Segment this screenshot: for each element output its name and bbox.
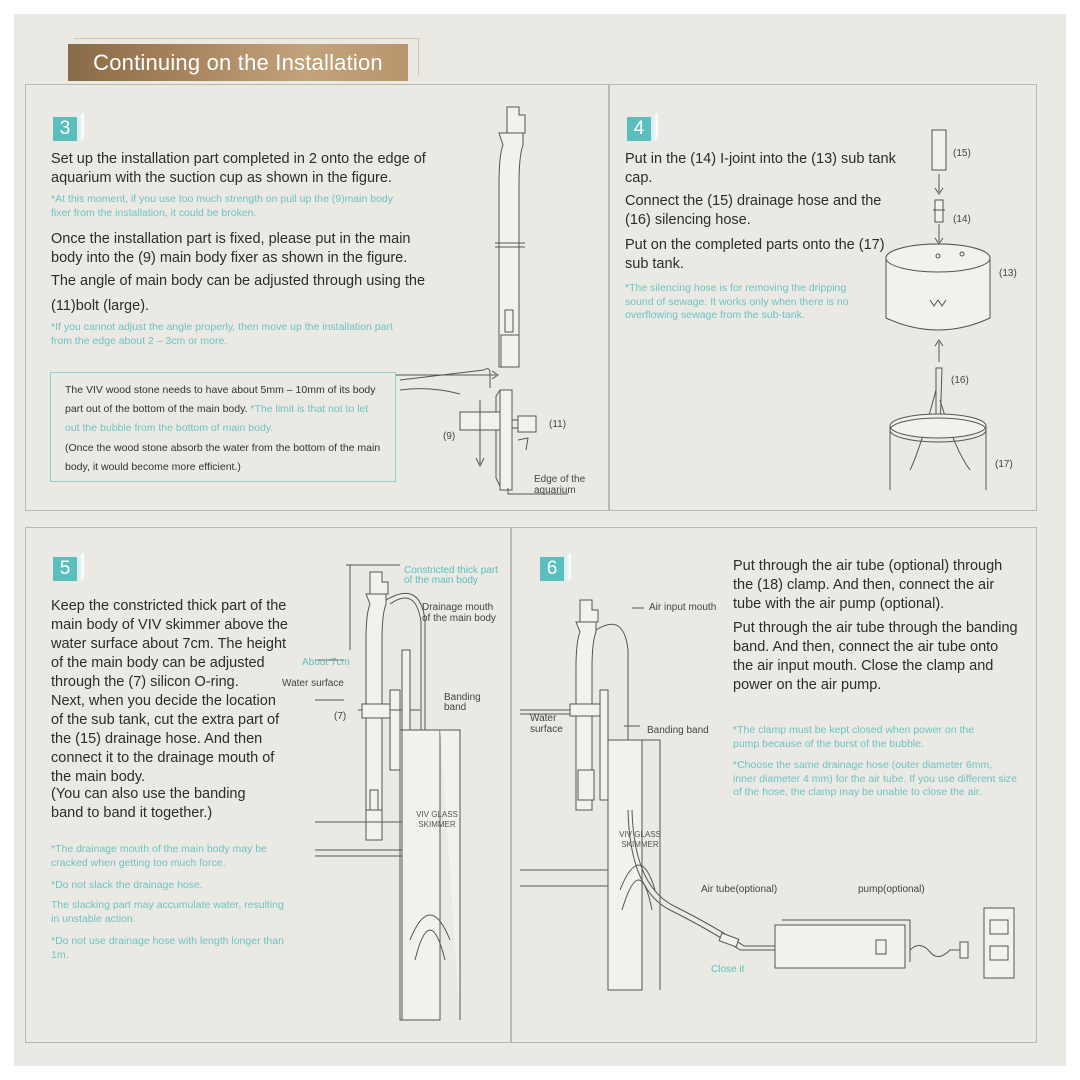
label-pump: pump(optional) [858,884,925,895]
step-3-text-3a: The angle of main body can be adjusted t… [51,273,426,289]
step-3-text-2: Once the installation part is fixed, ple… [51,231,411,266]
label-13: (13) [999,268,1017,279]
step-6-text-2: Put through the air tube through the ban… [733,620,1018,693]
page-title: Continuing on the Installation [68,44,408,81]
step-5-number: 5 [53,557,77,581]
label-edge-2: aquarium [534,485,576,496]
step-3-note-2: *If you cannot adjust the angle properly… [51,321,393,347]
step-4-number: 4 [627,117,651,141]
label-about-7cm: About 7cm [302,657,350,668]
label-air-input-mouth: Air input mouth [649,602,717,613]
step-5-note-2: *Do not slack the drainage hose. [51,879,203,891]
wood-stone-info-note: *The limit is that not to let out the bu… [65,403,369,434]
label-14: (14) [953,214,971,225]
label-banding-2: band [444,702,467,713]
step-3-number: 3 [53,117,77,141]
label-15: (15) [953,148,971,159]
label-close-it: Close it [711,964,745,975]
step-5-text-3: (You can also use the banding band to ba… [51,786,246,821]
label-banding-band: Banding band [647,725,709,736]
skimmer-body-illustration [495,106,526,368]
label-17: (17) [995,459,1013,470]
step-5-text-2: Next, when you decide the location of th… [51,693,280,785]
label-banding-1: Banding [444,692,481,703]
step-5-note-4: *Do not use drainage hose with length lo… [51,935,284,961]
panel-step-6 [510,527,1037,1043]
panel-step-5 [25,527,512,1043]
step-4-text-2: Connect the (15) drainage hose and the (… [625,193,882,228]
step-6-setup-illustration [520,599,1015,991]
step-5-brand: VIV GLASS SKIMMER [416,810,458,829]
sub-tank-illustration [885,129,991,490]
step-3-text-1: Set up the installation part completed i… [51,151,426,186]
banner-frame [74,38,419,76]
step-5-note-1: *The drainage mouth of the main body may… [51,843,267,869]
step-6-note-2: *Choose the same drainage hose (outer di… [733,759,1018,798]
label-air-tube: Air tube(optional) [701,884,778,895]
pointer-line-step3 [396,370,499,380]
panel-step-4 [608,84,1037,511]
step-3-note-1: *At this moment, if you use too much str… [51,193,394,219]
wood-stone-info-box: The VIV wood stone needs to have about 5… [50,372,396,482]
step-6-note-1: *The clamp must be kept closed when powe… [733,724,975,750]
step-3-text-3b: (11)bolt (large). [51,298,150,314]
wood-stone-info-text: The VIV wood stone needs to have about 5… [65,381,385,438]
step-4-text-1: Put in the (14) I-joint into the (13) su… [625,151,896,186]
step-6-number: 6 [540,557,564,581]
wood-stone-info-c: (Once the wood stone absorb the water fr… [65,442,381,473]
label-constricted-2: of the main body [404,575,478,586]
label-drainage-2: of the main body [422,613,496,624]
panel-step-3 [25,84,610,511]
label-9: (9) [443,431,456,442]
label-edge-1: Edge of the [534,474,586,485]
step-6-text-1: Put through the air tube (optional) thro… [733,558,1003,612]
label-water-1: Water [530,713,557,724]
label-water-surface: Water surface [282,678,344,689]
step-5-note-3: The slacking part may accumulate water, … [51,899,284,925]
step-4-note-1: *The silencing hose is for removing the … [625,282,849,321]
wood-stone-info-a: The VIV wood stone needs to have about 5… [65,384,376,415]
label-drainage-1: Drainage mouth [422,602,494,613]
step-4-text-3: Put on the completed parts onto the (17)… [625,237,885,272]
label-water-2: surface [530,724,563,735]
suction-cup-illustration [399,368,568,495]
label-constricted-1: Constricted thick part [404,565,498,576]
step-6-brand: VIV GLASS SKIMMER [619,830,661,849]
label-7: (7) [334,711,347,722]
label-11: (11) [549,419,567,430]
step-5-text-1: Keep the constricted thick part of the m… [51,598,288,690]
instruction-sheet [14,14,1066,1066]
step-5-setup-illustration [315,564,461,1021]
label-16: (16) [951,375,969,386]
